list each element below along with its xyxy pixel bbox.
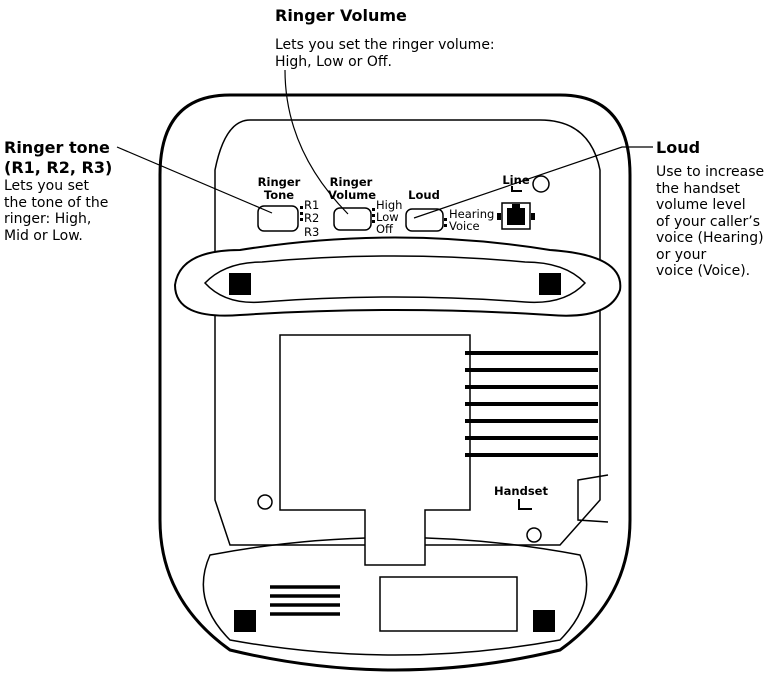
volume-option-off: Off: [376, 222, 394, 236]
loud-label: Loud: [408, 188, 440, 202]
ringer-tone-leader: [116, 146, 273, 214]
ringer-tone-callout-description: Lets you set the tone of the ringer: Hig…: [4, 178, 109, 244]
handset-label: Handset: [494, 484, 548, 498]
right-foot-pad: [539, 273, 561, 295]
volume-indicator-dots: [372, 208, 375, 223]
ringer-volume-label-1: Ringer: [330, 175, 373, 189]
tone-option-r2: R2: [304, 211, 319, 225]
label-panel: [279, 334, 471, 566]
loud-callout: Loud Use to increase the handset volume …: [656, 138, 764, 280]
side-tab: [577, 474, 609, 523]
loud-option-hearing: Hearing: [449, 207, 494, 221]
screw-hole-left: [257, 494, 273, 510]
handset-jack-icon: [518, 499, 532, 510]
volume-option-low: Low: [376, 210, 399, 224]
ringer-tone-switch[interactable]: [257, 205, 299, 232]
handset-rest: [173, 236, 622, 317]
ringer-volume-callout-description: Lets you set the ringer volume: High, Lo…: [275, 37, 495, 70]
loud-callout-description: Use to increase the handset volume level…: [656, 164, 765, 279]
ringer-tone-label-2: Tone: [264, 188, 294, 202]
inner-tray-outline: [214, 119, 601, 546]
loud-callout-title: Loud: [656, 138, 701, 157]
screw-hole-right: [526, 527, 542, 543]
loud-option-voice: Voice: [449, 219, 480, 233]
bottom-right-foot: [533, 610, 555, 632]
ringer-tone-label-1: Ringer: [258, 175, 301, 189]
loud-indicator-dots: [444, 218, 447, 227]
bottom-grill: [270, 585, 340, 616]
bottom-left-foot: [234, 610, 256, 632]
tone-indicator-dots: [300, 206, 303, 221]
volume-option-high: High: [376, 198, 402, 212]
left-foot-pad: [229, 273, 251, 295]
loud-leader: [413, 146, 653, 219]
tone-option-r1: R1: [304, 198, 319, 212]
line-label: Line: [502, 173, 529, 187]
ringer-tone-callout-title: Ringer tone (R1, R2, R3): [4, 138, 113, 177]
bottom-label-area: [379, 576, 518, 632]
ringer-volume-switch[interactable]: [333, 207, 372, 231]
ringer-volume-callout-title: Ringer Volume: [275, 6, 407, 25]
screw-hole-top: [532, 175, 550, 193]
phone-jack-icon: [497, 202, 535, 230]
ringer-tone-callout: Ringer tone (R1, R2, R3) Lets you set th…: [4, 138, 112, 244]
line-jack-icon: [511, 186, 522, 192]
handset-rest-inner: [203, 255, 587, 304]
tone-option-r3: R3: [304, 225, 319, 239]
ringer-volume-label-2: Volume: [328, 188, 376, 202]
ringer-volume-leader: [284, 69, 349, 215]
loud-switch[interactable]: [405, 208, 444, 232]
speaker-grill: [465, 351, 598, 457]
ringer-volume-callout: Ringer Volume Lets you set the ringer vo…: [275, 6, 495, 70]
